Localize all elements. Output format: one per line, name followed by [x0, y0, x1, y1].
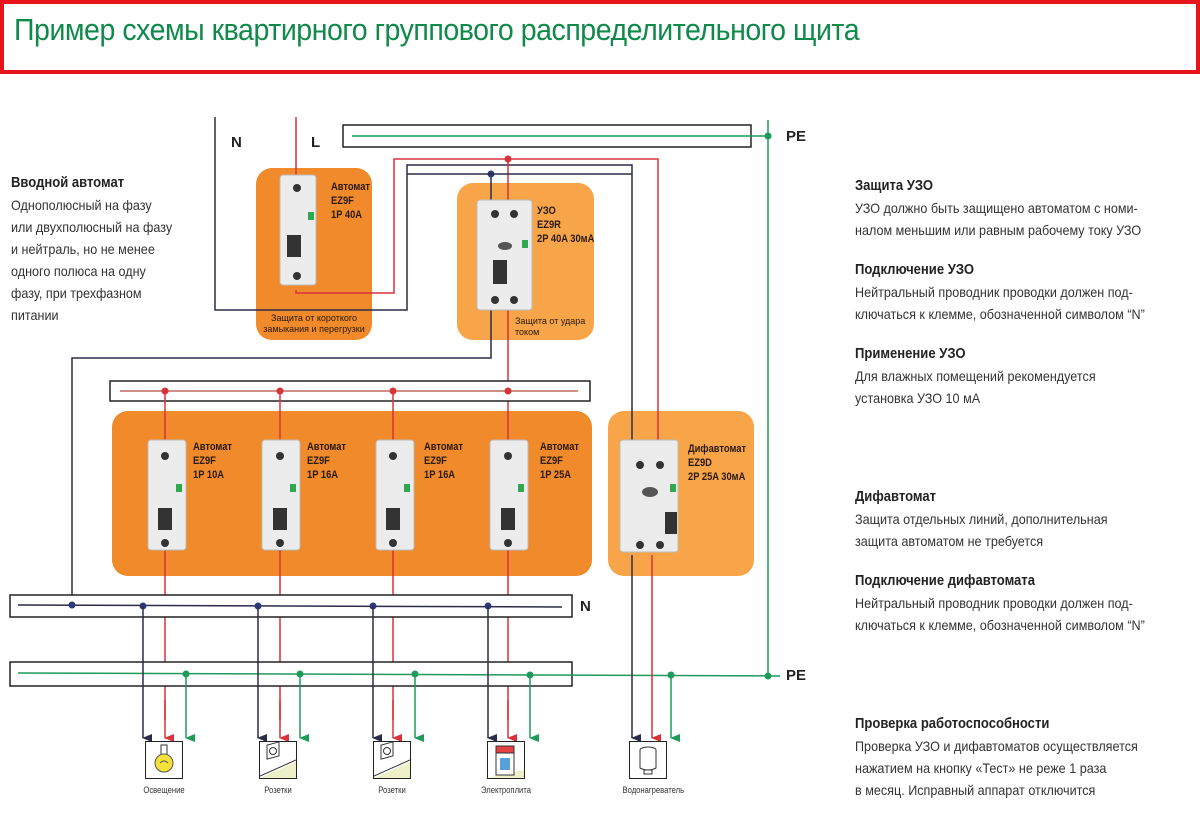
rcd-neutral-out: [71, 310, 492, 605]
group-breaker-label-4: Автомат EZ9F 1P 25A: [540, 441, 579, 481]
incoming-neutral: [214, 117, 633, 440]
group-breaker-label-2: Автомат EZ9F 1P 16A: [307, 441, 346, 481]
pe-busbar-bottom: [9, 661, 781, 687]
note-input-breaker: Вводной автомат Однополюсный на фазу или…: [11, 175, 173, 323]
group-breaker-devices: [147, 439, 529, 551]
load-lighting: Освещение: [134, 741, 194, 795]
note-rcd-usage: Применение УЗО Для влажных помещений рек…: [855, 346, 1096, 406]
main-breaker-label: Автомат EZ9F 1P 40A: [331, 181, 370, 221]
rcd-device: [476, 199, 533, 311]
bus-label-l-top: L: [311, 134, 321, 151]
title-banner: Пример схемы квартирного группового расп…: [0, 0, 1200, 74]
main-breaker-device: [279, 174, 317, 286]
group-breaker-label-1: Автомат EZ9F 1P 10A: [193, 441, 232, 481]
note-rcbo-connection: Подключение дифавтомата Нейтральный пров…: [855, 573, 1145, 633]
main-breaker-caption: Защита от короткого замыкания и перегруз…: [263, 313, 365, 334]
bus-label-n-bottom: N: [580, 598, 591, 615]
rcd-label: УЗО EZ9R 2P 40A 30мА: [537, 205, 595, 245]
pe-busbar-top: [342, 124, 772, 148]
rcbo-device: [619, 439, 679, 553]
socket-icon: [373, 741, 411, 779]
load-feeds: [142, 555, 680, 742]
bus-label-n-top: N: [231, 134, 242, 151]
bus-label-pe-bottom: PE: [786, 667, 807, 684]
bus-label-pe-top: PE: [786, 128, 807, 145]
note-rcd-connection: Подключение УЗО Нейтральный проводник пр…: [855, 262, 1145, 322]
load-water-heater: Водонагреватель: [618, 741, 684, 795]
phase-to-rcd: [295, 158, 659, 440]
electric-stove-icon: [487, 741, 525, 779]
water-heater-icon: [629, 741, 667, 779]
light-bulb-icon: [145, 741, 183, 779]
page-title: Пример схемы квартирного группового расп…: [14, 12, 860, 47]
socket-icon: [259, 741, 297, 779]
rcbo-label: Дифавтомат EZ9D 2P 25A 30мА: [688, 443, 747, 483]
phase-busbar: [109, 380, 591, 402]
note-rcd-protection: Защита УЗО УЗО должно быть защищено авто…: [855, 178, 1142, 238]
group-breaker-label-3: Автомат EZ9F 1P 16A: [424, 441, 463, 481]
load-sockets-1: Розетки: [248, 741, 308, 795]
load-sockets-2: Розетки: [362, 741, 422, 795]
rcd-caption: Защита от удара током: [515, 316, 586, 337]
note-check: Проверка работоспособности Проверка УЗО …: [855, 716, 1138, 798]
note-rcbo: Дифавтомат Защита отдельных линий, допол…: [855, 489, 1108, 549]
load-stove: Электроплита: [476, 741, 536, 795]
